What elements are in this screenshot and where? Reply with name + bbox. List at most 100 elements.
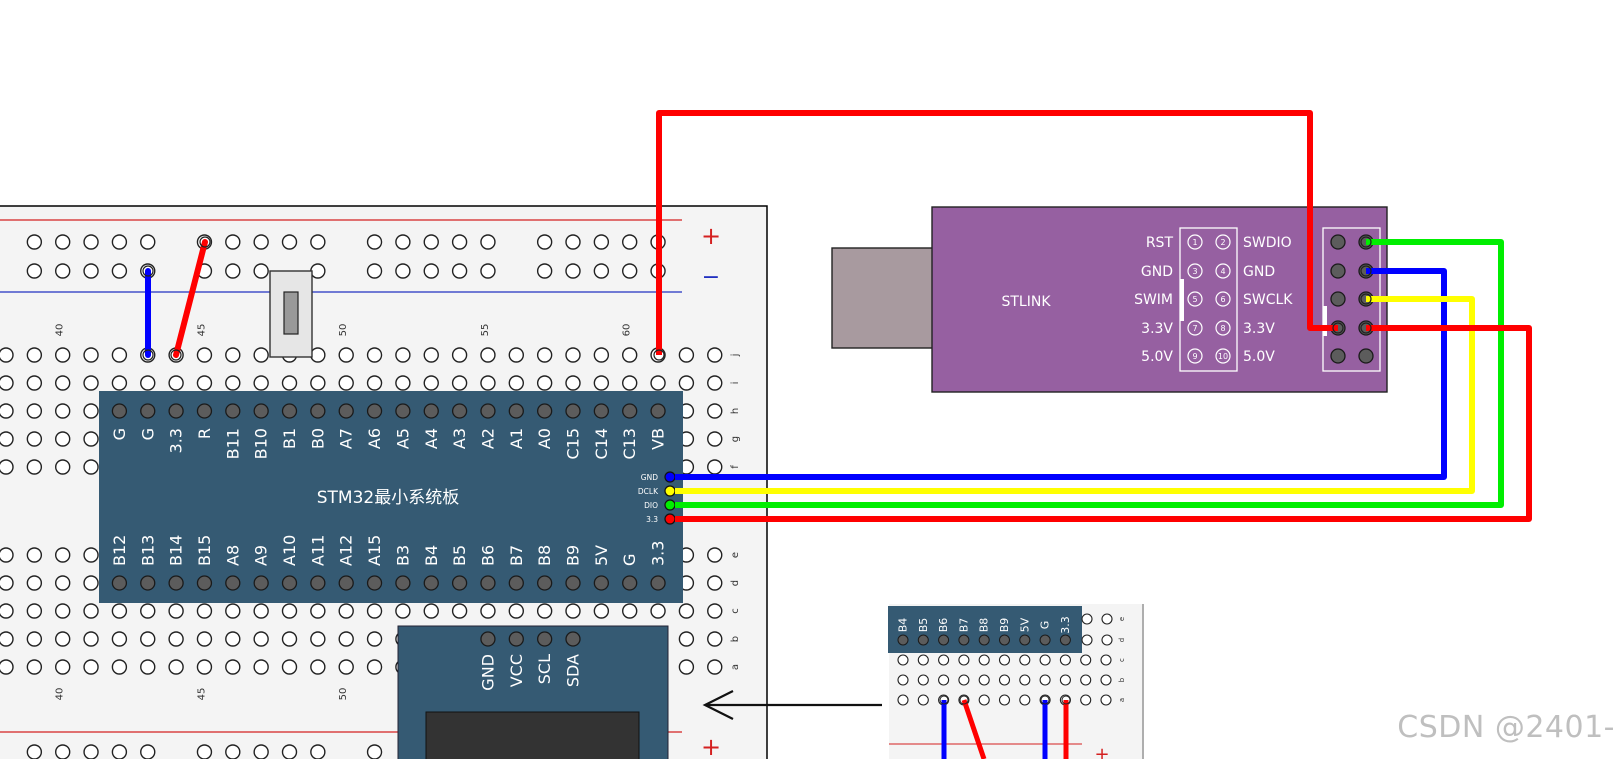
breadboard-hole xyxy=(565,375,581,391)
stlink-right-label: GND xyxy=(1243,264,1275,280)
rail-hole xyxy=(281,234,298,250)
wire-end xyxy=(1360,322,1372,334)
breadboard-hole xyxy=(366,631,383,647)
stm32-bottom-pin-label: B3 xyxy=(393,545,412,566)
breadboard-hole xyxy=(707,347,723,363)
stlink-pin-number: 9 xyxy=(1192,352,1197,361)
swd-pin xyxy=(664,499,676,511)
stm32-pin xyxy=(366,575,383,591)
breadboard-hole xyxy=(168,631,184,647)
rail-hole xyxy=(536,234,553,250)
stm32-pin xyxy=(565,575,581,591)
inset-hole xyxy=(1039,674,1051,686)
stm32-bottom-pin-label: B5 xyxy=(450,545,469,566)
row-letter: c xyxy=(730,608,741,614)
breadboard-hole xyxy=(253,347,269,363)
breadboard-hole xyxy=(451,603,468,619)
rail-hole xyxy=(55,263,71,279)
breadboard-hole xyxy=(338,659,354,675)
breadboard-hole xyxy=(593,375,610,391)
row-letter: a xyxy=(730,664,741,670)
stm32-pin xyxy=(451,575,468,591)
inset-hole xyxy=(1100,654,1112,666)
stm32-top-pin-label: G xyxy=(138,428,157,440)
inset-pin-label: B7 xyxy=(957,618,970,633)
wire-end xyxy=(199,236,211,248)
rail-plus-label: + xyxy=(701,222,721,250)
stm32-pin xyxy=(593,403,609,419)
stm32-pin xyxy=(650,575,666,591)
breadboard-hole xyxy=(622,347,638,363)
breadboard-hole xyxy=(480,347,496,363)
inset-pin xyxy=(958,634,970,646)
breadboard-hole xyxy=(707,631,723,647)
stm32-pin xyxy=(650,403,666,419)
swd-pin-label: DIO xyxy=(644,501,658,510)
breadboard-hole xyxy=(281,631,298,647)
inset-pin-label: B5 xyxy=(917,618,930,633)
inset-hole xyxy=(958,674,970,686)
stm32-bottom-pin-label: A9 xyxy=(252,545,271,566)
breadboard-hole xyxy=(55,431,71,447)
column-number: 60 xyxy=(622,324,633,337)
stlink-right-label: SWCLK xyxy=(1243,292,1293,308)
rail-hole xyxy=(111,744,128,759)
stm32-pin xyxy=(140,403,156,419)
stm32-top-pin-label: C14 xyxy=(592,428,611,460)
inset-pin xyxy=(1019,634,1031,646)
rail-hole xyxy=(593,234,610,250)
breadboard-hole xyxy=(622,603,638,619)
breadboard-hole xyxy=(225,631,241,647)
stm32-pin xyxy=(253,403,269,419)
rail-hole xyxy=(83,234,99,250)
inset-row-letter: b xyxy=(1118,677,1126,682)
wire-end xyxy=(142,349,154,361)
stlink-pin-number: 8 xyxy=(1220,324,1225,333)
rail-hole xyxy=(83,263,99,279)
stm32-bottom-pin-label: B14 xyxy=(167,535,186,566)
inset-hole xyxy=(998,694,1011,706)
rail-hole xyxy=(366,263,383,279)
inset-wire-end xyxy=(1040,695,1050,705)
stm32-bottom-pin-label: B12 xyxy=(110,535,129,566)
stm32-pcb xyxy=(99,391,683,603)
breadboard-hole xyxy=(83,575,99,591)
breadboard-hole xyxy=(55,659,71,675)
breadboard-hole xyxy=(338,603,354,619)
rail-hole xyxy=(565,234,581,250)
breadboard-hole xyxy=(55,459,71,475)
row-letter: b xyxy=(730,636,741,642)
inset-hole xyxy=(917,694,929,706)
stm32-top-pin-label: A7 xyxy=(337,428,356,449)
stm32-bottom-pin-label: 3.3 xyxy=(649,541,668,566)
breadboard-hole xyxy=(168,659,184,675)
wire-swdio xyxy=(675,239,1504,508)
stlink-pin-number-ring xyxy=(1187,234,1203,250)
wire-power-rail xyxy=(173,239,208,358)
wire-end xyxy=(1360,265,1372,277)
breadboard-hole xyxy=(0,459,14,475)
oled-pin-label: SDA xyxy=(564,654,583,687)
stm32-bottom-pin-label: 5V xyxy=(592,545,611,566)
breadboard-hole xyxy=(707,431,723,447)
stlink-pin-number: 4 xyxy=(1220,267,1225,276)
stlink-left-label: RST xyxy=(1146,235,1174,251)
stm32-pin xyxy=(565,403,581,419)
column-number: 55 xyxy=(480,324,491,337)
breadboard-hole xyxy=(253,603,269,619)
stm32-top-pin-label: A0 xyxy=(535,428,554,449)
breadboard-hole xyxy=(83,375,99,391)
inset-pin xyxy=(1059,634,1071,646)
stm32-top-pin-label: B0 xyxy=(308,428,327,449)
stm32-bottom-pin-label: B15 xyxy=(195,535,214,566)
breadboard-hole xyxy=(508,603,524,619)
breadboard-hole xyxy=(83,547,99,563)
stm32-pin xyxy=(395,575,411,591)
row-letter: g xyxy=(730,436,741,442)
oled-screen xyxy=(425,711,640,759)
breadboard-hole xyxy=(451,375,468,391)
inset-pin-label: B9 xyxy=(998,618,1011,633)
stm32-pin xyxy=(196,403,213,419)
rail-hole xyxy=(593,263,610,279)
